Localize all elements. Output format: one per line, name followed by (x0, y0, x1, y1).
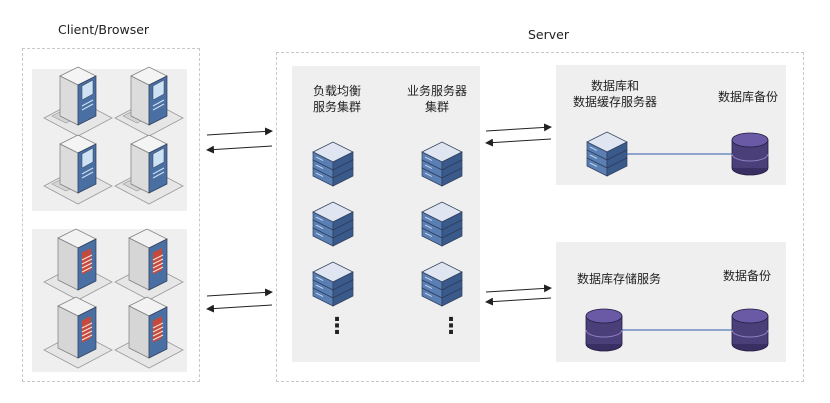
business-cluster-ellipsis: ⋮ (440, 314, 462, 339)
arrow-server-to-client-top (206, 145, 273, 154)
client-group-bottom (32, 229, 187, 372)
db-cache-label: 数据库和 数据缓存服务器 (573, 79, 658, 109)
arrow-server-to-client-bottom (206, 304, 273, 313)
client-title: Client/Browser (58, 22, 150, 37)
load-balancer-label: 负载均衡 服务集群 (313, 84, 362, 114)
arrow-client-to-server-bottom (206, 288, 273, 297)
arrow-client-to-server-top (206, 127, 273, 136)
db-storage-panel (556, 242, 786, 362)
server-boundary (276, 52, 804, 382)
client-group-top (32, 69, 187, 211)
db-storage-label: 数据库存储服务 (577, 272, 662, 286)
business-cluster-label: 业务服务器 集群 (407, 84, 468, 114)
server-title: Server (528, 27, 569, 42)
db-backup-label: 数据库备份 (718, 90, 779, 104)
client-boundary (22, 48, 200, 382)
load-balancer-ellipsis: ⋮ (326, 314, 348, 339)
data-backup-label: 数据备份 (723, 269, 772, 283)
